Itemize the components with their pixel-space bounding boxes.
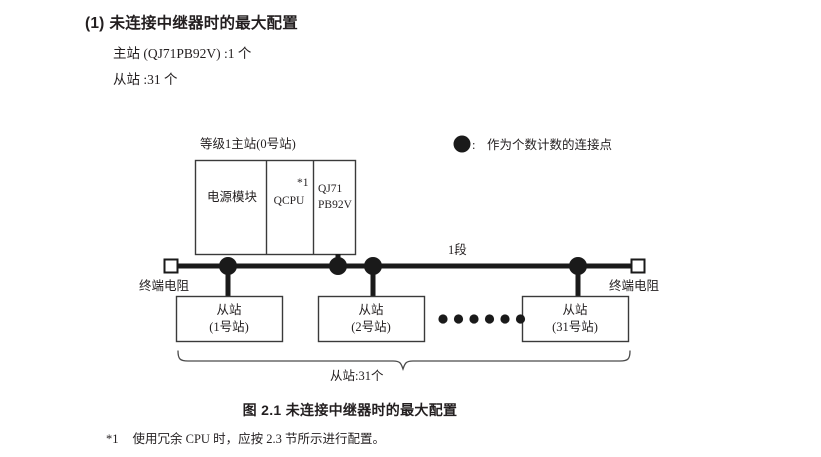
module-label-network-line1: QJ71 xyxy=(318,183,343,195)
slave-station-name-1: 从站 xyxy=(216,303,242,317)
terminator-left-icon xyxy=(163,258,179,274)
slave-count-line: 从站 :31 个 xyxy=(113,72,178,87)
figure-footnote: *1 使用冗余 CPU 时，应按 2.3 节所示进行配置。 xyxy=(106,428,385,447)
connection-point-slave-2 xyxy=(364,257,382,275)
slave-station-number-31: (31号站) xyxy=(552,319,598,334)
slave-station-box-31 xyxy=(521,295,630,343)
slave-station-box-2 xyxy=(317,295,426,343)
slave-group-brace xyxy=(177,350,631,372)
module-label-cpu: QCPU xyxy=(273,195,305,207)
slave-station-label-31: 从站 (31号站) xyxy=(522,302,628,336)
ellipsis-dot xyxy=(453,314,464,324)
master-count-line: 主站 (QJ71PB92V) :1 个 xyxy=(113,46,252,61)
legend-colon: : xyxy=(472,138,476,152)
slave-station-number-1: (1号站) xyxy=(209,319,249,334)
slave-station-label-2: 从站 (2号站) xyxy=(318,302,424,336)
ellipsis-dot xyxy=(484,314,495,324)
terminator-right-label: 终端电阻 xyxy=(609,279,660,293)
connection-point-slave-1 xyxy=(219,257,237,275)
connection-point-slave-31 xyxy=(569,257,587,275)
segment-label: 1段 xyxy=(448,243,467,257)
module-rack-outline xyxy=(194,159,357,256)
footnote-text: 使用冗余 CPU 时，应按 2.3 节所示进行配置。 xyxy=(132,432,385,446)
slave-station-number-2: (2号站) xyxy=(351,319,391,334)
legend-label: 作为个数计数的连接点 xyxy=(487,138,613,152)
figure-caption: 图 2.1 未连接中继器时的最大配置 xyxy=(242,402,458,418)
module-label-network: QJ71 PB92V xyxy=(318,182,358,213)
module-label-network-line2: PB92V xyxy=(318,198,352,211)
section-number: (1) xyxy=(85,15,105,32)
legend-dot-icon xyxy=(453,135,471,153)
slave-station-box-1 xyxy=(175,295,284,343)
slave-station-name-2: 从站 xyxy=(358,303,384,317)
slave-station-name-31: 从站 xyxy=(562,303,588,317)
ellipsis-dot xyxy=(515,314,526,324)
section-title: 未连接中继器时的最大配置 xyxy=(109,15,298,32)
module-label-power: 电源模块 xyxy=(206,190,257,204)
terminator-right-icon xyxy=(630,258,646,274)
cpu-footnote-mark: *1 xyxy=(297,177,309,189)
ellipsis-dot xyxy=(500,314,510,324)
terminator-left-label: 终端电阻 xyxy=(139,279,190,293)
connection-point-master xyxy=(329,257,347,275)
master-module-rack xyxy=(194,159,357,256)
ellipsis-dot xyxy=(469,314,479,324)
ellipsis-dot xyxy=(438,314,448,324)
class1-master-label: 等级1主站(0号站) xyxy=(200,137,296,151)
ellipsis-dots xyxy=(438,314,526,324)
slave-station-label-1: 从站 (1号站) xyxy=(176,302,282,336)
footnote-mark: *1 xyxy=(106,432,119,446)
section-heading: (1)未连接中继器时的最大配置 xyxy=(85,11,298,33)
slave-group-label: 从站:31个 xyxy=(330,369,384,383)
